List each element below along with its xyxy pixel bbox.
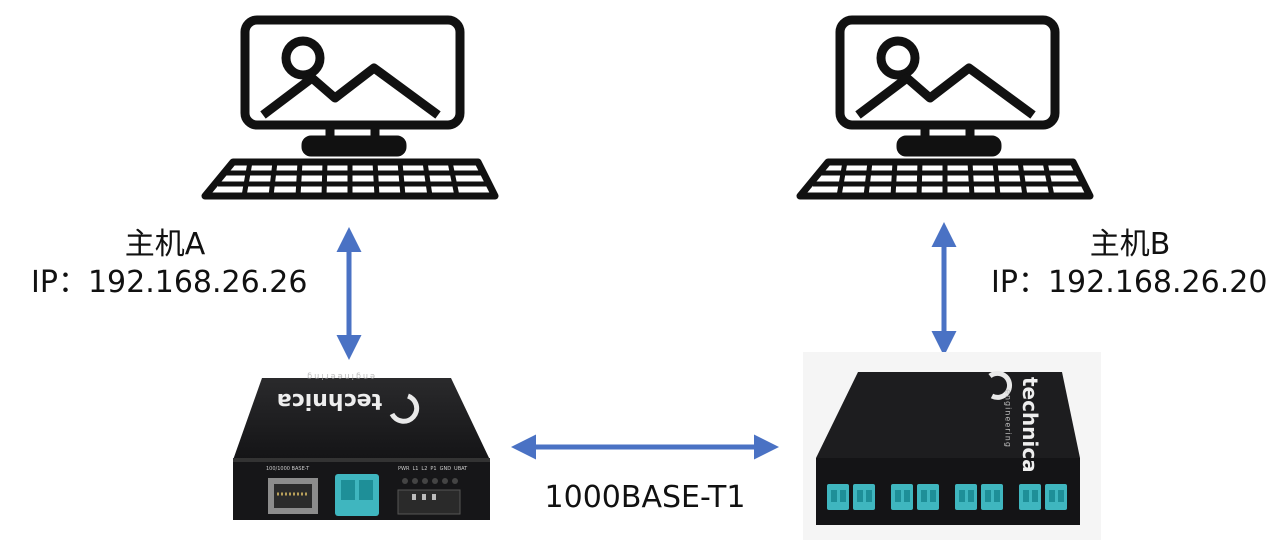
computer-a-icon <box>201 15 499 200</box>
device-a-led-labels: PWR L1 L2 P1 GND UBAT <box>398 466 467 472</box>
led-label: UBAT <box>454 466 468 472</box>
link-label: 1000BASE-T1 <box>544 480 746 515</box>
device-b-switch <box>803 352 1101 540</box>
computer-b-icon <box>796 15 1094 200</box>
host-b-ip: IP：192.168.26.20 <box>991 265 1268 300</box>
device-b-brand-sub: engineering <box>1003 389 1013 448</box>
led-label: L2 <box>421 466 428 472</box>
led-label: P1 <box>430 466 437 472</box>
device-a-port-label: 100/1000 BASE-T <box>266 466 310 472</box>
led-label: L1 <box>412 466 419 472</box>
host-a-ip: IP：192.168.26.26 <box>31 265 308 300</box>
host-b-name: 主机B <box>1089 227 1171 262</box>
device-a-brand-sub: engineering <box>305 372 375 381</box>
led-label: PWR <box>398 466 410 472</box>
host-a-name: 主机A <box>124 227 206 262</box>
led-label: GND <box>439 466 452 472</box>
device-b-brand: technica <box>1018 377 1042 473</box>
device-a-brand: technica <box>276 388 382 413</box>
device-a-converter <box>233 378 490 520</box>
